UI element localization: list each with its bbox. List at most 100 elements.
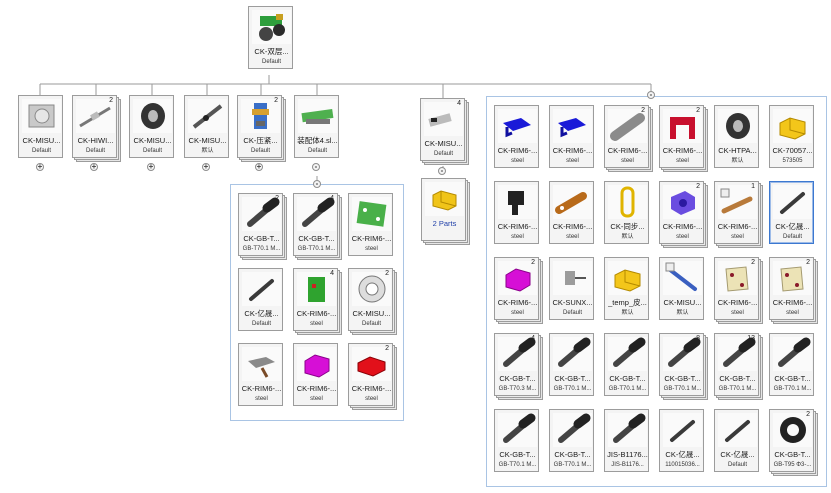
component-node[interactable]: CK-RIM6-...steel: [549, 181, 596, 246]
component-card[interactable]: CK-HTPA...默认: [714, 105, 759, 168]
component-card[interactable]: CK-GB-T...GB-T70.3 M...4: [494, 333, 539, 396]
component-node[interactable]: CK-RIM6-...steel: [494, 181, 541, 246]
component-card[interactable]: CK-GB-T...GB-T70.1 M...13: [714, 333, 759, 396]
component-node[interactable]: CK-RIM6-...steel: [348, 193, 395, 258]
component-node[interactable]: CK-RIM6-...steel: [549, 105, 596, 170]
expand-toggle-icon[interactable]: +: [202, 162, 210, 171]
component-node[interactable]: CK-GB-T...GB-T70.1 M...: [549, 409, 596, 474]
component-node[interactable]: CK-RIM6-...steel: [293, 343, 340, 408]
component-node[interactable]: CK-RIM6-...steel: [238, 343, 285, 408]
component-node[interactable]: 装配体4.sl...Default: [294, 95, 341, 160]
expand-toggle-icon[interactable]: +: [147, 162, 155, 171]
component-card[interactable]: CK-RIM6-...steel: [549, 105, 594, 168]
component-card[interactable]: CK-MISU...Default: [18, 95, 63, 158]
component-node[interactable]: CK-亿晟...Default: [769, 181, 816, 246]
component-card[interactable]: CK-亿晟...Default: [714, 409, 759, 472]
parts-node[interactable]: 2 Parts: [421, 178, 470, 245]
collapse-toggle-icon[interactable]: -: [313, 180, 321, 188]
component-card[interactable]: CK-GB-T...GB-T70.1 M...8: [659, 333, 704, 396]
component-node[interactable]: CK-GB-T...GB-T70.1 M...: [494, 409, 541, 474]
component-card[interactable]: CK-GB-T...GB-T70.1 M...2: [238, 193, 283, 256]
component-card[interactable]: CK-GB-T...GB-T70.1 M...: [604, 333, 649, 396]
component-node[interactable]: CK-GB-T...GB-T70.1 M...8: [659, 333, 708, 400]
expand-toggle-icon[interactable]: +: [36, 162, 44, 171]
component-node[interactable]: CK-MISU...Default: [18, 95, 65, 160]
component-card[interactable]: CK-亿晟...Default: [769, 181, 814, 244]
component-node[interactable]: CK-GB-T...GB-T70.3 M...4: [494, 333, 543, 400]
component-card[interactable]: CK-GB-T...GB-T70.1 M...: [769, 333, 814, 396]
component-card[interactable]: CK-RIM6-...steel: [238, 343, 283, 406]
component-card[interactable]: CK-GB-T...GB-T95 Φ3-...2: [769, 409, 814, 472]
component-card[interactable]: CK-GB-T...GB-T70.1 M...: [549, 333, 594, 396]
component-card[interactable]: CK-同步...默认: [604, 181, 649, 244]
component-node[interactable]: CK-同步...默认: [604, 181, 651, 246]
component-card[interactable]: CK-双层...Default: [248, 6, 293, 69]
component-node[interactable]: CK-GB-T...GB-T70.1 M...: [769, 333, 816, 398]
collapse-toggle-icon[interactable]: -: [312, 163, 320, 171]
component-card[interactable]: CK-RIM6-...steel: [494, 181, 539, 244]
component-card[interactable]: CK-RIM6-...steel: [293, 343, 338, 406]
component-card[interactable]: CK-SUNX...Default: [549, 257, 594, 320]
component-node[interactable]: CK-SUNX...Default: [549, 257, 596, 322]
collapse-toggle-icon[interactable]: -: [647, 91, 655, 99]
component-node[interactable]: CK-HTPA...默认: [714, 105, 761, 170]
component-node[interactable]: CK-GB-T...GB-T70.1 M...: [604, 333, 651, 398]
expand-toggle-icon[interactable]: +: [90, 162, 98, 171]
component-node[interactable]: CK-亿晟...110015036...: [659, 409, 706, 474]
component-node[interactable]: CK-GB-T...GB-T70.1 M...13: [714, 333, 763, 400]
component-card[interactable]: CK-MISU...默认: [184, 95, 229, 158]
component-card[interactable]: CK-RIM6-...steel: [549, 181, 594, 244]
component-node[interactable]: _temp_皮...默认: [604, 257, 651, 322]
component-card[interactable]: CK-RIM6-...steel: [348, 193, 393, 256]
component-node[interactable]: CK-MISU...默认: [184, 95, 231, 160]
component-node[interactable]: CK-双层...Default: [248, 6, 295, 71]
component-card[interactable]: CK-亿晟...Default: [238, 268, 283, 331]
component-node[interactable]: CK-70057...573505: [769, 105, 816, 170]
component-node[interactable]: CK-GB-T...GB-T70.1 M...: [549, 333, 596, 398]
component-card[interactable]: CK-70057...573505: [769, 105, 814, 168]
component-card[interactable]: CK-GB-T...GB-T70.1 M...: [549, 409, 594, 472]
component-node[interactable]: JIS-B1176...JIS-B1176...: [604, 409, 651, 474]
component-card[interactable]: CK-MISU...Default: [129, 95, 174, 158]
component-node[interactable]: CK-MISU...Default: [129, 95, 176, 160]
component-card[interactable]: _temp_皮...默认: [604, 257, 649, 320]
expand-toggle-icon[interactable]: +: [255, 162, 263, 171]
component-card[interactable]: 装配体4.sl...Default: [294, 95, 339, 158]
collapse-toggle-icon[interactable]: -: [438, 167, 446, 175]
component-card[interactable]: CK-GB-T...GB-T70.1 M...4: [293, 193, 338, 256]
component-node[interactable]: CK-亿晟...Default: [714, 409, 761, 474]
component-node[interactable]: CK-MISU...默认: [659, 257, 706, 322]
component-node[interactable]: CK-GB-T...GB-T70.1 M...4: [293, 193, 342, 260]
component-card[interactable]: 2 Parts: [421, 178, 466, 241]
component-card[interactable]: CK-MISU...默认: [659, 257, 704, 320]
component-card[interactable]: JIS-B1176...JIS-B1176...: [604, 409, 649, 472]
component-node[interactable]: CK-GB-T...GB-T70.1 M...2: [238, 193, 287, 260]
component-card[interactable]: CK-RIM6-...steel: [494, 105, 539, 168]
